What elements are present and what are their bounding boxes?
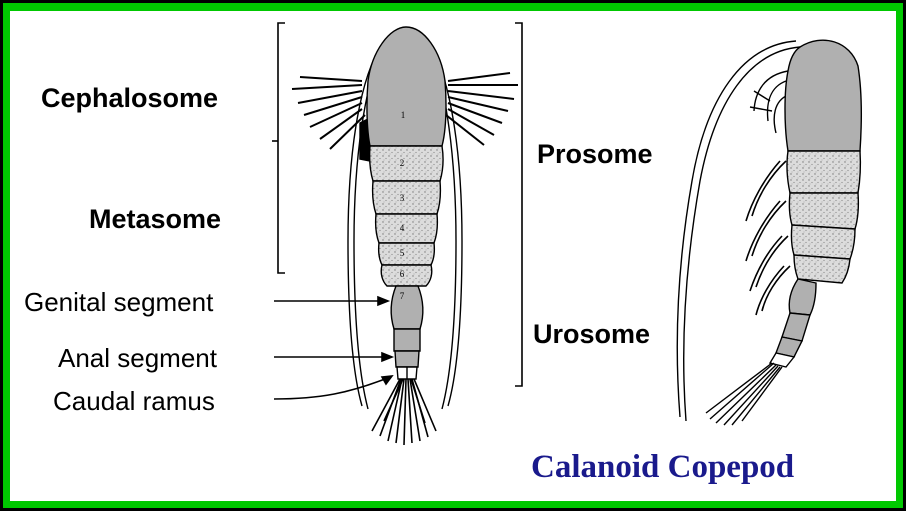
lateral-caudal-setae: [706, 363, 782, 425]
anal-segment: [395, 351, 419, 367]
label-anal-segment: Anal segment: [58, 345, 217, 371]
cephalosome-segment: [367, 27, 446, 146]
diagram-title: Calanoid Copepod: [531, 451, 794, 484]
lateral-metasome-3: [791, 225, 855, 259]
metasome-segment-4: [376, 214, 438, 243]
urosome-segment: [394, 329, 420, 351]
label-caudal-ramus: Caudal ramus: [53, 388, 215, 414]
label-cephalosome: Cephalosome: [41, 85, 218, 112]
label-prosome: Prosome: [537, 141, 653, 168]
genital-segment: [391, 286, 423, 329]
lateral-mouthparts: [750, 71, 788, 133]
lateral-metasome-4: [794, 255, 850, 283]
lateral-urosome: [789, 279, 816, 315]
metasome-segment-5: [379, 243, 435, 265]
metasome-segment-6: [381, 265, 432, 286]
leader-arrows: [274, 297, 392, 399]
segment-number-5: 5: [400, 248, 405, 258]
metasome-segment-3: [373, 181, 441, 214]
bracket-prosome: [515, 23, 522, 266]
dorsal-view: [272, 23, 522, 445]
swimming-legs: [746, 161, 790, 315]
segment-number-1: 1: [401, 110, 406, 120]
bracket-urosome: [515, 266, 522, 386]
diagram-panel: 1 2 3 4 5 6 7: [10, 11, 896, 501]
lateral-view: [677, 40, 861, 425]
right-setae: [446, 73, 518, 145]
metasome-segment-2: [370, 146, 443, 181]
lateral-cephalosome: [785, 40, 861, 151]
segment-number-6: 6: [400, 269, 405, 279]
label-metasome: Metasome: [89, 206, 221, 233]
segment-number-7: 7: [400, 291, 405, 301]
green-frame: 1 2 3 4 5 6 7: [3, 3, 903, 508]
segment-number-3: 3: [400, 193, 405, 203]
segment-number-2: 2: [400, 158, 405, 168]
caudal-setae: [372, 379, 436, 445]
bracket-left: [278, 23, 285, 273]
label-genital-segment: Genital segment: [24, 289, 213, 315]
lateral-metasome-1: [787, 151, 860, 193]
label-urosome: Urosome: [533, 321, 650, 348]
lateral-metasome-2: [789, 193, 858, 229]
segment-number-4: 4: [400, 223, 405, 233]
